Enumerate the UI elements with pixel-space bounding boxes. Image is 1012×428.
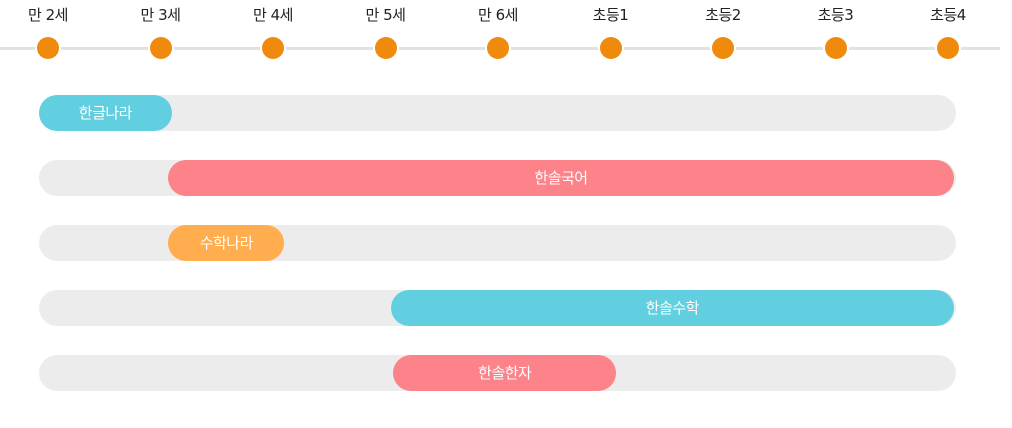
timeline-stage: 만 3세 — [116, 0, 206, 59]
program-track: 한솔국어 — [39, 160, 956, 196]
timeline-stage: 만 6세 — [453, 0, 543, 59]
timeline-stage: 초등3 — [791, 0, 881, 59]
program-bar[interactable]: 한솔국어 — [168, 160, 954, 196]
timeline-stage: 초등2 — [678, 0, 768, 59]
stage-dot — [374, 37, 397, 59]
age-timeline: 만 2세 만 3세 만 4세 만 5세 만 6세 초등1 초등2 초등3 초등4 — [0, 0, 1012, 70]
stage-dot — [487, 37, 509, 59]
program-track: 수학나라 — [39, 225, 956, 261]
program-bar[interactable]: 한글나라 — [39, 95, 172, 131]
stage-label: 만 2세 — [28, 6, 68, 24]
stage-dot — [149, 37, 172, 59]
stage-dot — [824, 37, 847, 59]
timeline-stage: 만 2세 — [3, 0, 93, 59]
stage-label: 초등2 — [705, 6, 741, 24]
stage-dot — [937, 37, 959, 59]
timeline-stage: 만 5세 — [341, 0, 431, 59]
stage-dot — [37, 37, 59, 59]
stage-label: 초등3 — [817, 6, 854, 24]
program-track: 한솔수학 — [39, 290, 956, 326]
stage-label: 만 4세 — [253, 6, 293, 24]
stage-label: 만 3세 — [140, 6, 181, 24]
stage-label: 초등4 — [930, 6, 966, 24]
timeline-stage: 초등1 — [566, 0, 656, 59]
stage-label: 초등1 — [592, 6, 629, 24]
stage-dot — [599, 37, 622, 59]
program-bar[interactable]: 수학나라 — [168, 225, 285, 261]
stage-label: 만 6세 — [478, 6, 518, 24]
stage-dot — [262, 37, 284, 59]
program-bar[interactable]: 한솔한자 — [393, 355, 617, 391]
timeline-stage: 초등4 — [903, 0, 993, 59]
program-track: 한솔한자 — [39, 355, 956, 391]
timeline-stage: 만 4세 — [228, 0, 318, 59]
stage-label: 만 5세 — [365, 6, 406, 24]
program-track: 한글나라 — [39, 95, 956, 131]
program-bar[interactable]: 한솔수학 — [391, 290, 954, 326]
stage-dot — [712, 37, 734, 59]
